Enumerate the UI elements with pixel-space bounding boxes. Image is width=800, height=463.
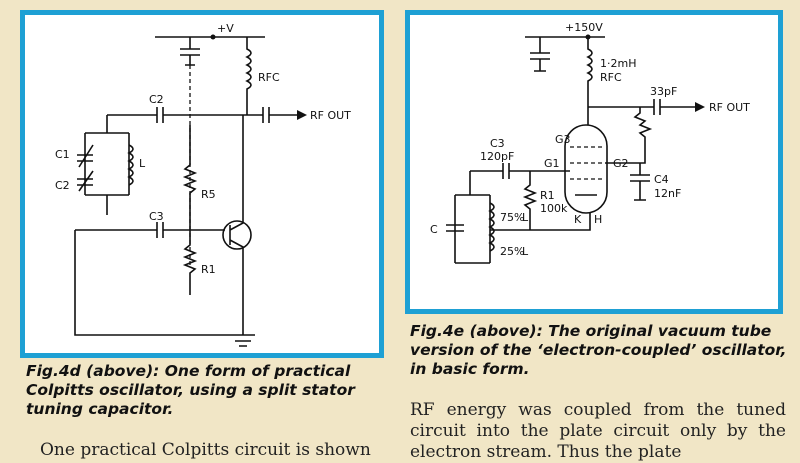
label-c3-value: 120pF <box>480 150 514 163</box>
label-rf-out: RF OUT <box>310 109 351 122</box>
label-c: C <box>430 223 438 236</box>
figure-4d-caption: Fig.4d (above): One form of practical Co… <box>26 362 355 418</box>
body-paragraph-left: One practical Colpitts circuit is shown <box>40 440 371 460</box>
label-rfc: RFC <box>600 71 622 84</box>
label-tap-bottom: 25% <box>500 245 524 258</box>
label-r1: R1 <box>540 189 555 202</box>
label-tap-bottom-l: L <box>522 245 529 258</box>
label-supply: +V <box>217 22 234 35</box>
colpitts-schematic: +V RFC RF OUT C2 C1 C2 L R5 C3 R1 <box>55 22 351 347</box>
label-c2-top: C2 <box>149 93 164 106</box>
label-h: H <box>594 213 602 226</box>
figure-4d-panel: +V RFC RF OUT C2 C1 C2 L R5 C3 R1 <box>20 10 384 358</box>
label-rf-out: RF OUT <box>709 101 750 114</box>
label-c4-value: 12nF <box>654 187 681 200</box>
label-r1: R1 <box>201 263 216 276</box>
figure-4e-panel: +150V 1·2mH RFC 33pF RF OUT G3 G1 G2 K H… <box>405 10 783 314</box>
electron-coupled-schematic: +150V 1·2mH RFC 33pF RF OUT G3 G1 G2 K H… <box>430 21 750 264</box>
label-tap-l: L <box>522 211 529 224</box>
label-c-out: 33pF <box>650 85 677 98</box>
label-rfc: RFC <box>258 71 280 84</box>
label-g3: G3 <box>555 133 571 146</box>
label-r5: R5 <box>201 188 216 201</box>
label-c4: C4 <box>654 173 669 186</box>
body-paragraph-right: RF energy was coupled from the tuned cir… <box>410 400 786 462</box>
label-g1: G1 <box>544 157 560 170</box>
label-c3: C3 <box>149 210 164 223</box>
label-l: L <box>139 157 146 170</box>
label-c3: C3 <box>490 137 505 150</box>
label-rfc-value: 1·2mH <box>600 57 636 70</box>
label-k: K <box>574 213 582 226</box>
label-c2-left: C2 <box>55 179 70 192</box>
label-supply: +150V <box>565 21 603 34</box>
label-tap-top: 75% <box>500 211 524 224</box>
label-c1: C1 <box>55 148 70 161</box>
figure-4e-caption: Fig.4e (above): The original vacuum tube… <box>410 322 787 378</box>
label-r1-value: 100k <box>540 202 568 215</box>
